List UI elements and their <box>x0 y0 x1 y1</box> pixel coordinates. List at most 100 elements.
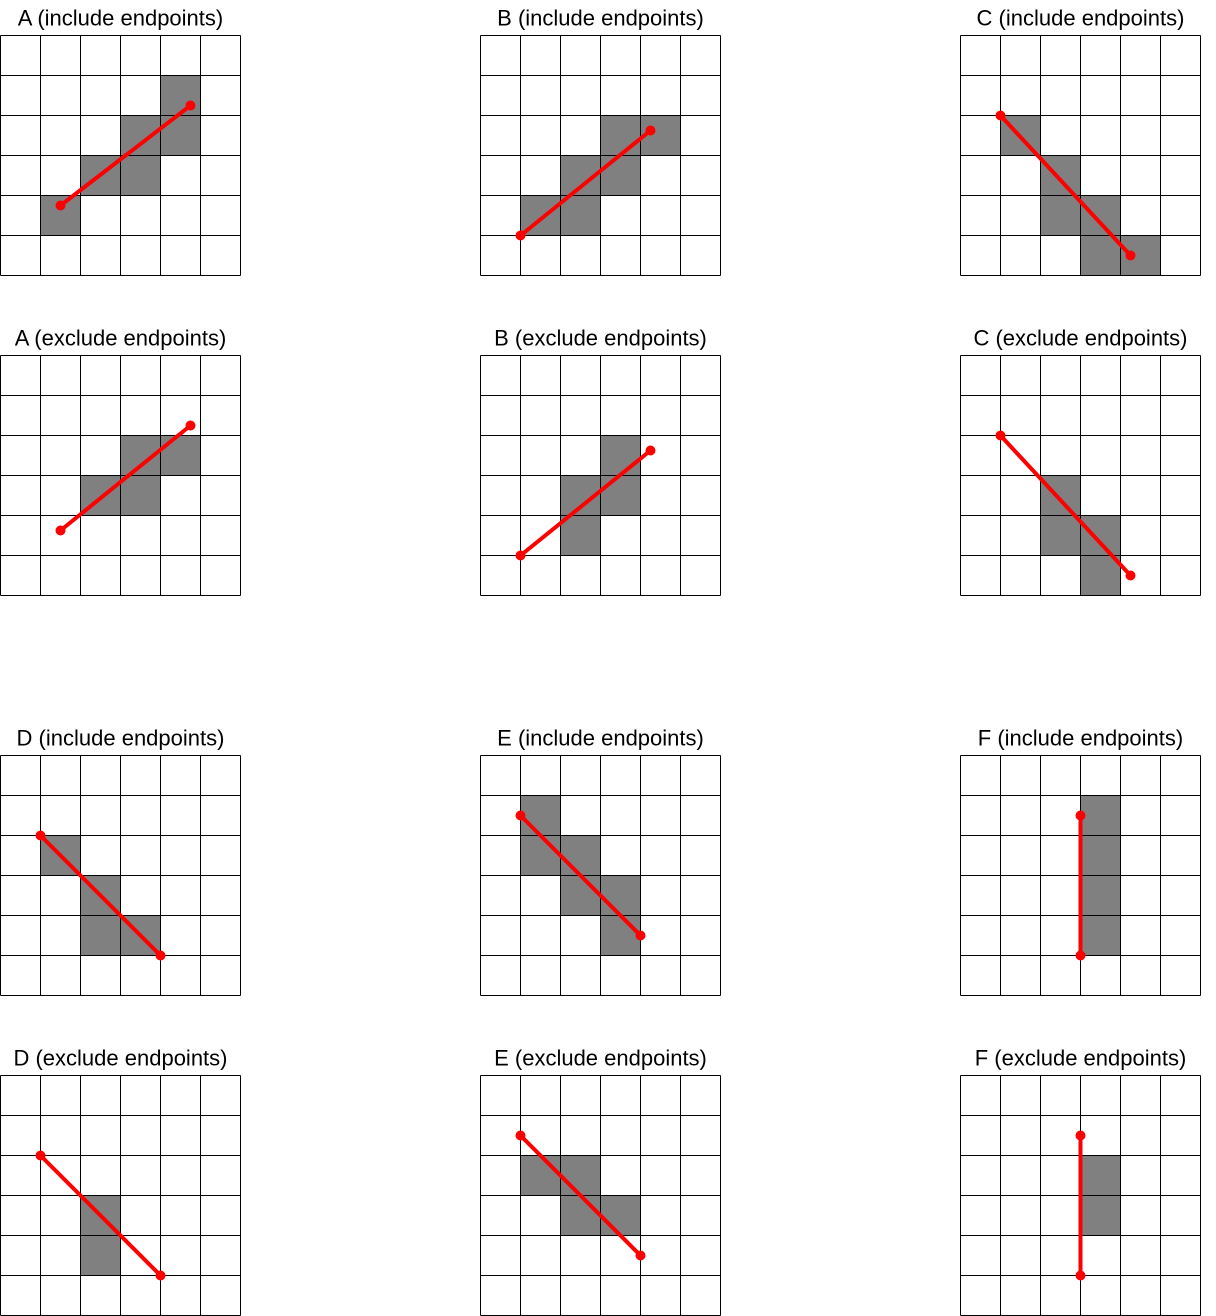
line-segment <box>518 813 643 938</box>
filled-cell <box>1080 875 1121 916</box>
panel-b-include: B (include endpoints) <box>480 6 721 276</box>
segment-end-point <box>155 1270 166 1281</box>
panel-e-include: E (include endpoints) <box>480 726 721 996</box>
segment-end-point <box>1125 250 1136 261</box>
segment-end-point <box>1075 950 1086 961</box>
panel-a-exclude: A (exclude endpoints) <box>0 326 241 596</box>
filled-cell <box>1080 555 1121 596</box>
panel-d-include: D (include endpoints) <box>0 726 241 996</box>
segment-start-point <box>515 230 526 241</box>
filled-cell <box>560 1155 601 1196</box>
filled-cell <box>560 875 601 916</box>
panel-e-exclude: E (exclude endpoints) <box>480 1046 721 1316</box>
segment-start-point <box>515 810 526 821</box>
segment-start-point <box>995 430 1006 441</box>
line-segment <box>38 1153 163 1278</box>
filled-cell <box>80 1235 121 1276</box>
panel-title: B (include endpoints) <box>497 6 704 31</box>
segment-start-point <box>1075 1130 1086 1141</box>
panel-title: B (exclude endpoints) <box>494 326 707 351</box>
pixel-grid <box>0 35 241 276</box>
segment-end-point <box>1125 570 1136 581</box>
panel-title: C (exclude endpoints) <box>973 326 1187 351</box>
filled-cell <box>1080 915 1121 956</box>
pixel-grid <box>960 35 1201 276</box>
line-segment <box>58 423 193 533</box>
filled-cell <box>600 435 641 476</box>
pixel-grid <box>0 355 241 596</box>
filled-cell <box>600 875 641 916</box>
line-segment <box>518 1133 643 1258</box>
line-segment <box>38 833 163 958</box>
segment-start-point <box>515 550 526 561</box>
filled-cell <box>560 195 601 236</box>
segment-end-point <box>155 950 166 961</box>
panel-b-exclude: B (exclude endpoints) <box>480 326 721 596</box>
filled-cell <box>160 435 201 476</box>
panel-title: A (exclude endpoints) <box>15 326 227 351</box>
filled-cell <box>560 1195 601 1236</box>
line-segment <box>518 128 653 238</box>
filled-cell <box>120 475 161 516</box>
filled-cell <box>120 155 161 196</box>
segment-end-point <box>635 1250 646 1261</box>
pixel-grid <box>480 35 721 276</box>
segment-end-point <box>645 445 656 456</box>
filled-cell <box>1080 835 1121 876</box>
panel-title: D (include endpoints) <box>17 726 225 751</box>
segment-end-point <box>185 420 196 431</box>
panel-a-include: A (include endpoints) <box>0 6 241 276</box>
panel-title: A (include endpoints) <box>18 6 223 31</box>
segment-end-point <box>185 100 196 111</box>
filled-cell <box>1080 1155 1121 1196</box>
panel-title: C (include endpoints) <box>977 6 1185 31</box>
panel-c-exclude: C (exclude endpoints) <box>960 326 1201 596</box>
filled-cell <box>1080 235 1121 276</box>
filled-cell <box>1080 795 1121 836</box>
panel-c-include: C (include endpoints) <box>960 6 1201 276</box>
filled-cell <box>520 1155 561 1196</box>
filled-cell <box>1080 515 1121 556</box>
filled-cell <box>600 475 641 516</box>
segment-start-point <box>55 525 66 536</box>
segment-end-point <box>645 125 656 136</box>
segment-start-point <box>35 830 46 841</box>
filled-cell <box>160 75 201 116</box>
segment-start-point <box>35 1150 46 1161</box>
filled-cell <box>80 915 121 956</box>
panel-d-exclude: D (exclude endpoints) <box>0 1046 241 1316</box>
panel-title: F (include endpoints) <box>978 726 1183 751</box>
filled-cell <box>1080 1195 1121 1236</box>
segment-end-point <box>635 930 646 941</box>
filled-cell <box>1040 515 1081 556</box>
segment-start-point <box>55 200 66 211</box>
panel-f-exclude: F (exclude endpoints) <box>960 1046 1201 1316</box>
filled-cell <box>1080 195 1121 236</box>
filled-cell <box>520 835 561 876</box>
filled-cell <box>560 835 601 876</box>
segment-end-point <box>1075 1270 1086 1281</box>
filled-cell <box>600 1195 641 1236</box>
filled-cell <box>1040 155 1081 196</box>
panel-title: E (exclude endpoints) <box>494 1046 707 1071</box>
pixel-grid <box>480 755 721 996</box>
filled-cell <box>600 155 641 196</box>
filled-cell <box>1040 475 1081 516</box>
panel-title: E (include endpoints) <box>497 726 704 751</box>
filled-cell <box>600 115 641 156</box>
filled-cell <box>560 515 601 556</box>
line-segment <box>998 433 1133 578</box>
panel-title: F (exclude endpoints) <box>975 1046 1187 1071</box>
line-segment <box>998 113 1133 258</box>
segment-start-point <box>995 110 1006 121</box>
panel-f-include: F (include endpoints) <box>960 726 1201 996</box>
segment-start-point <box>515 1130 526 1141</box>
filled-cell <box>1040 195 1081 236</box>
line-segment <box>518 448 653 558</box>
panel-title: D (exclude endpoints) <box>13 1046 227 1071</box>
filled-cell <box>600 915 641 956</box>
filled-cell <box>520 795 561 836</box>
line-segment <box>58 103 193 208</box>
